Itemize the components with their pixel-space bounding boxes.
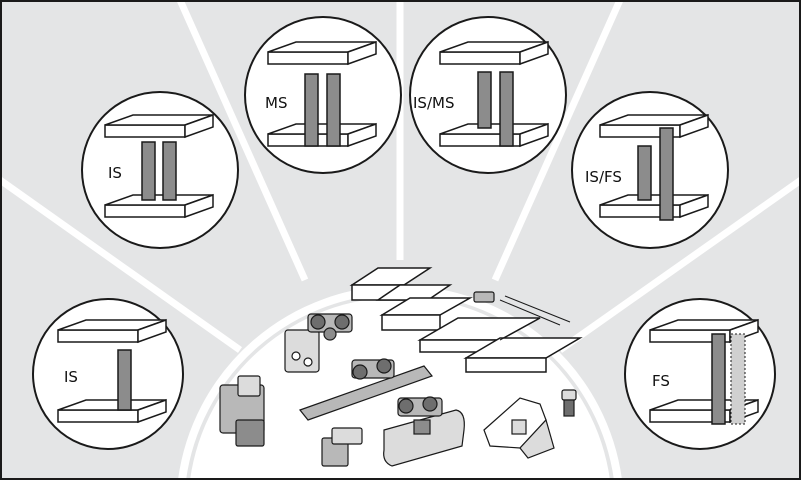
roller-plate: [383, 396, 465, 467]
panel-dotted: [730, 333, 746, 425]
roller-carriage: [284, 313, 353, 373]
screw: [561, 389, 577, 417]
panel-right: [162, 141, 177, 201]
detail-circle-is-ms: IS/MS: [409, 16, 567, 174]
label-is-top: IS: [108, 164, 122, 182]
panel-solid: [711, 333, 726, 425]
panel-left: [304, 73, 319, 147]
detail-circle-is-top: IS: [81, 91, 239, 249]
label-is-ms: IS/MS: [413, 94, 454, 112]
panel-right: [499, 71, 514, 147]
panel-right: [326, 73, 341, 147]
label-fs: FS: [652, 372, 670, 390]
track-rail-lines: [403, 267, 581, 359]
detail-circle-ms: MS: [244, 16, 402, 174]
detail-circle-fs: FS: [624, 298, 776, 450]
rail-connector: [473, 291, 495, 303]
label-is-fs: IS/FS: [585, 168, 622, 186]
label-ms: MS: [265, 94, 287, 112]
long-roller-carriage: [299, 358, 433, 421]
hardware-kit-area: [190, 267, 610, 480]
detail-circle-is-left: IS: [32, 298, 184, 450]
panel: [117, 349, 132, 411]
panel-outer: [659, 127, 674, 221]
panel-left: [477, 71, 492, 129]
label-is-left: IS: [64, 368, 78, 386]
panel-left: [141, 141, 156, 201]
angle-bracket: [483, 397, 555, 459]
panel-inner: [637, 145, 652, 201]
detail-circle-is-fs: IS/FS: [571, 91, 729, 249]
small-stopper: [321, 427, 363, 467]
stopper-bracket: [219, 375, 265, 447]
